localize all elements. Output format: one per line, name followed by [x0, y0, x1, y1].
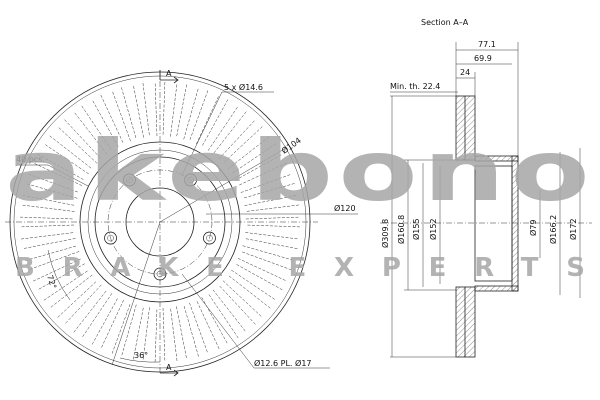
- cooling-vane: [91, 297, 124, 349]
- watermark-tagline: BRAKE EXPERTS: [15, 253, 585, 283]
- cooling-vane: [218, 280, 263, 325]
- cooling-vane: [218, 119, 263, 164]
- bolt-hole: [203, 231, 216, 245]
- min-thickness-label: Min. th. 22.4: [390, 82, 440, 91]
- friction-ring-upper: [455, 95, 476, 161]
- bolt-pattern-label: 5 x Ø14.6: [224, 82, 263, 92]
- cooling-vanes: [20, 82, 300, 362]
- angle-72-label: 72°: [45, 274, 58, 290]
- cooling-vane: [33, 258, 85, 291]
- cooling-vane: [244, 232, 299, 249]
- cooling-vane: [154, 307, 166, 362]
- angle-36-ray: [111, 221, 161, 366]
- cooling-vane: [25, 245, 80, 271]
- vent-count-label: 40 pcs.: [16, 155, 45, 164]
- bolt-hole-inner: [107, 234, 114, 242]
- angle-36-arc: [119, 357, 161, 363]
- hat-bottom-flange: [474, 285, 519, 292]
- bolt-hole-inner: [187, 176, 194, 184]
- section-marker-top: A: [166, 69, 172, 78]
- cooling-vane: [170, 83, 187, 138]
- bolt-hole-inner: [126, 176, 133, 184]
- cooling-vane: [183, 302, 209, 357]
- cooling-vane: [73, 289, 113, 339]
- cooling-vane: [245, 216, 300, 228]
- cooling-vane: [33, 153, 85, 186]
- bolt-hole: [104, 231, 117, 245]
- watermark-brand: akebono: [5, 122, 595, 220]
- cooling-vane: [25, 173, 80, 199]
- mount-holes-leader-diag: [181, 273, 255, 369]
- hat-inner-step: [474, 165, 513, 282]
- friction-ring-lower: [455, 286, 476, 358]
- section-arrow-top: [159, 70, 179, 84]
- cooling-vane: [183, 87, 209, 142]
- cooling-vane: [170, 306, 187, 361]
- dim-24-label: 24: [460, 68, 470, 77]
- front-view: A A 5 x Ø14.6 40 pcs. Ø104 Ø120 Ø12.6 PL…: [5, 69, 358, 377]
- dim-155-label: Ø155: [411, 218, 421, 240]
- cooling-vane: [57, 280, 102, 325]
- cooling-vane: [207, 105, 247, 155]
- cooling-vane: [244, 195, 299, 212]
- cooling-vane: [196, 297, 229, 349]
- section-arrow-bottom: [160, 369, 179, 377]
- mount-holes-label: Ø12.6 PL. Ø17: [254, 358, 312, 368]
- cooling-vane: [111, 87, 137, 142]
- angle-72-arc: [47, 249, 71, 301]
- dim-166-label: Ø166.2: [548, 215, 558, 244]
- watermark: akebono BRAKE EXPERTS: [5, 122, 595, 283]
- section-marker-bottom: A: [166, 363, 172, 372]
- dim-172-label: Ø172: [568, 218, 578, 240]
- vent-count-leader-diag: [47, 164, 89, 187]
- dim-152-label: Ø152: [428, 218, 438, 240]
- cooling-vane: [57, 119, 102, 164]
- cooling-vane: [240, 245, 295, 271]
- cooling-vane: [21, 232, 76, 249]
- bolt-pattern-leader-diag: [181, 91, 223, 176]
- cooling-vane: [196, 95, 229, 147]
- dim-309-label: Ø309.8: [380, 219, 390, 248]
- cooling-vane: [227, 269, 277, 309]
- section-view: Section A–A 77.1 69.9 24 Min. th. 22.4 Ø…: [380, 18, 592, 358]
- dim-77-label: 77.1: [478, 40, 496, 49]
- cooling-vane: [43, 269, 93, 309]
- bolt-hole-inner: [206, 234, 213, 242]
- bolt-hole: [123, 173, 136, 187]
- dim-160-label: Ø160.8: [396, 215, 406, 244]
- cooling-vane: [133, 306, 150, 361]
- cooling-vane: [20, 216, 75, 228]
- center-bore-label: Ø120: [334, 203, 356, 213]
- cooling-vane: [154, 82, 166, 137]
- cooling-vane: [240, 173, 295, 199]
- section-title: Section A–A: [421, 18, 469, 27]
- cooling-vane: [21, 195, 76, 212]
- dim-79-label: Ø79: [528, 220, 538, 236]
- cooling-vane: [235, 258, 287, 291]
- pcd-leader: [159, 147, 287, 223]
- angle-36-label: 36°: [134, 351, 148, 360]
- cooling-vane: [43, 135, 93, 175]
- bolt-hole: [184, 173, 197, 187]
- cooling-vane: [111, 302, 137, 357]
- dim-69-label: 69.9: [474, 54, 492, 63]
